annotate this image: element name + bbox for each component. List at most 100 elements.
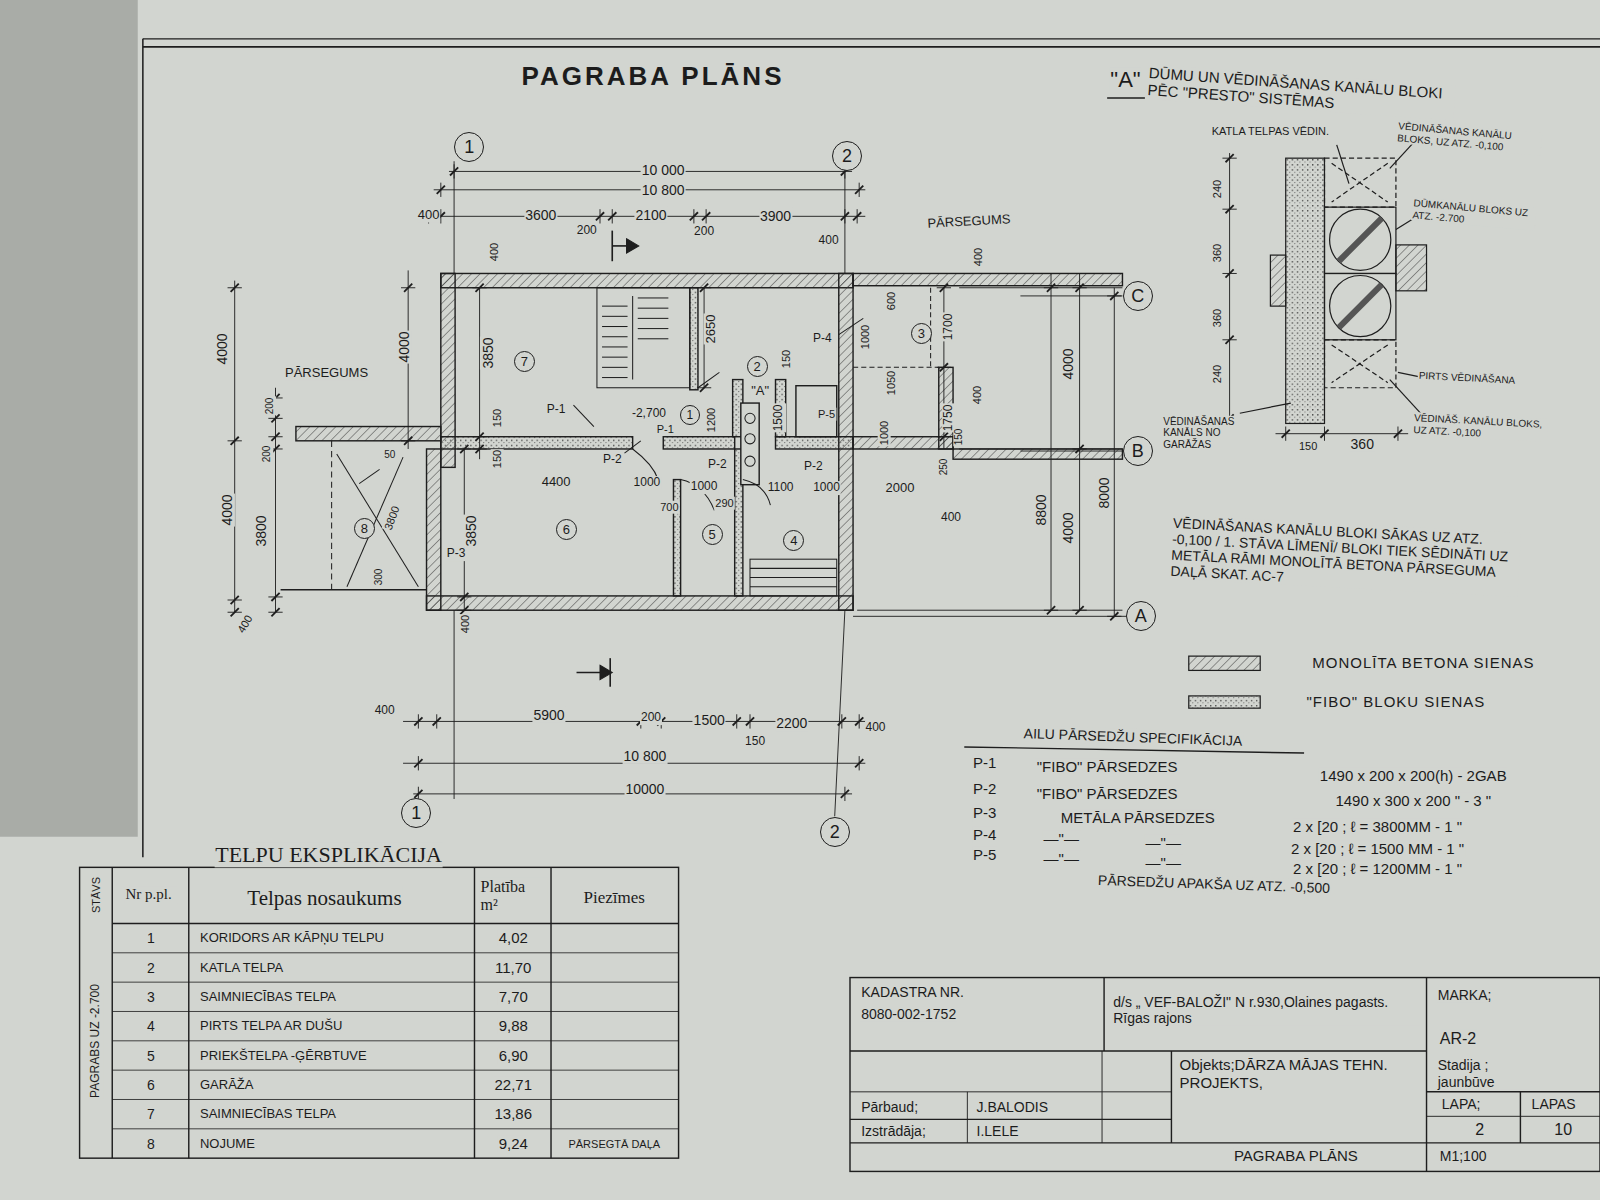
dimension-line [1047, 284, 1055, 292]
plan-label: NOJUME [199, 1136, 256, 1151]
plan-label: PĀRSEGUMS [927, 213, 1013, 232]
plan-label: 250 [938, 458, 950, 477]
plan-label: Nr p.pl. [125, 886, 178, 903]
plan-graphic [427, 596, 854, 610]
plan-label: P-4 [812, 332, 833, 346]
callout-number: C [1131, 287, 1144, 305]
plan-label: 4,02 [498, 930, 529, 947]
plan-label: 4000 [214, 332, 230, 365]
dimension-line [1047, 606, 1055, 614]
plan-label: VĒDINĀŠANAS KANĀLS NO GARĀŽAS [1162, 415, 1266, 450]
plan-graphic [1324, 207, 1395, 273]
callout-number: A [1135, 607, 1147, 625]
plan-label: 3 [146, 989, 156, 1005]
plan-graphic [663, 437, 734, 449]
callout-number: 4 [790, 534, 797, 547]
axis-bubble: 2 [832, 141, 862, 171]
plan-label: 1000 [859, 323, 872, 349]
plan-label: P-1 [972, 755, 997, 772]
plan-graphic [1339, 218, 1382, 261]
callout-number: 5 [709, 528, 716, 541]
plan-label: P-4 [972, 826, 997, 843]
callout-number: 1 [464, 138, 474, 156]
dimension-line [476, 445, 484, 453]
plan-graphic [1332, 163, 1388, 202]
plan-label: DŪMKANĀLU BLOKS UZ ATZ. -2.700 [1412, 197, 1538, 231]
callout-number: 2 [842, 147, 852, 165]
plan-label: VĒDINĀŠ. KANĀLU BLOKS, UZ ATZ. -0,100 [1412, 412, 1548, 442]
plan-label: 1490 x 200 x 200(h) - 2GAB [1319, 767, 1508, 784]
dimension-line [231, 608, 239, 616]
plan-label: 3850 [463, 514, 479, 547]
plan-graphic [602, 357, 628, 358]
plan-graphic [745, 434, 755, 444]
dimension-line [476, 433, 484, 441]
plan-label: 1500 [772, 404, 786, 433]
plan-graphic [112, 923, 678, 924]
legend-text: "FIBO" BLOKU SIENAS [1305, 693, 1486, 710]
plan-label: 2 [146, 959, 156, 975]
plan-graphic [959, 448, 1122, 449]
plan-graphic [745, 413, 755, 423]
plan-graphic [188, 867, 189, 1158]
plan-graphic [296, 427, 441, 441]
plan-graphic [112, 1011, 678, 1012]
plan-graphic [1427, 1116, 1600, 1117]
room-number-circle: 4 [783, 530, 804, 551]
plan-label: 400 [971, 247, 984, 267]
room-number-circle: 3 [911, 323, 932, 344]
plan-label: 1500 [693, 712, 726, 728]
plan-label: 7 [146, 1106, 156, 1122]
plan-label: PAGRABA PLĀNS [1233, 1147, 1359, 1164]
plan-graphic [602, 336, 628, 337]
plan-graphic [638, 297, 669, 298]
plan-label: 4000 [218, 494, 234, 527]
dimension-line [1076, 284, 1084, 292]
plan-graphic [1324, 158, 1395, 207]
dimension-line [853, 212, 861, 220]
plan-label: 600 [884, 291, 897, 311]
plan-label: 1050 [884, 369, 897, 395]
plan-graphic [638, 318, 669, 319]
room-number-circle: 8 [354, 518, 375, 539]
plan-graphic [850, 978, 1600, 1172]
plan-graphic [331, 441, 332, 590]
plan-label: P-2 [803, 460, 824, 474]
plan-label: P-3 [972, 805, 997, 822]
dimension-line [608, 212, 616, 220]
room-number-circle: 1 [680, 405, 700, 425]
dimension-line [1110, 612, 1118, 620]
plan-label: 400 [234, 613, 255, 637]
dimension-line [855, 186, 863, 194]
plan-graphic [1286, 158, 1325, 423]
plan-label: 360 [1350, 436, 1375, 452]
plan-graphic [638, 308, 669, 309]
dimension-line [460, 445, 468, 453]
plan-label: Izstrādāja; [860, 1123, 927, 1139]
callout-number: 6 [563, 523, 570, 536]
plan-graphic [1107, 97, 1145, 99]
plan-graphic [359, 469, 379, 483]
plan-label: d/s „ VEF-BALOŽI" N r.930,Olaines pagast… [1112, 994, 1420, 1026]
dimension-line [404, 437, 412, 445]
dimension-line [700, 284, 708, 292]
dimension-line [414, 717, 422, 725]
dimension-line [1226, 269, 1234, 277]
plan-label: 9,24 [498, 1135, 529, 1152]
plan-graphic [1332, 345, 1388, 383]
callout-number: 8 [361, 522, 368, 535]
plan-graphic [281, 589, 427, 590]
dimension-line [275, 388, 276, 612]
plan-label: GARĀŽA [199, 1077, 254, 1092]
plan-label: P-2 [602, 453, 623, 467]
plan-label: 10 800 [622, 748, 667, 764]
plan-graphic [228, 153, 1409, 801]
room-number-circle: 6 [556, 519, 577, 540]
plan-label: 11,70 [494, 959, 532, 976]
plan-graphic [597, 288, 690, 388]
plan-label: 2100 [634, 207, 667, 223]
plan-label: 5 [146, 1047, 156, 1063]
dimension-line [1226, 205, 1234, 213]
dimension-line [940, 433, 948, 441]
